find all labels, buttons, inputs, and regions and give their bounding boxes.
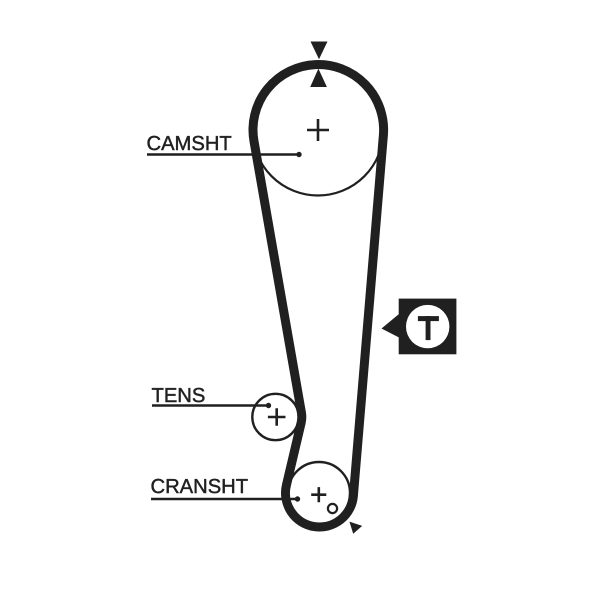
svg-text:CAMSHT: CAMSHT — [146, 133, 231, 155]
svg-text:CRANSHT: CRANSHT — [150, 476, 248, 498]
svg-text:TENS: TENS — [151, 385, 205, 407]
